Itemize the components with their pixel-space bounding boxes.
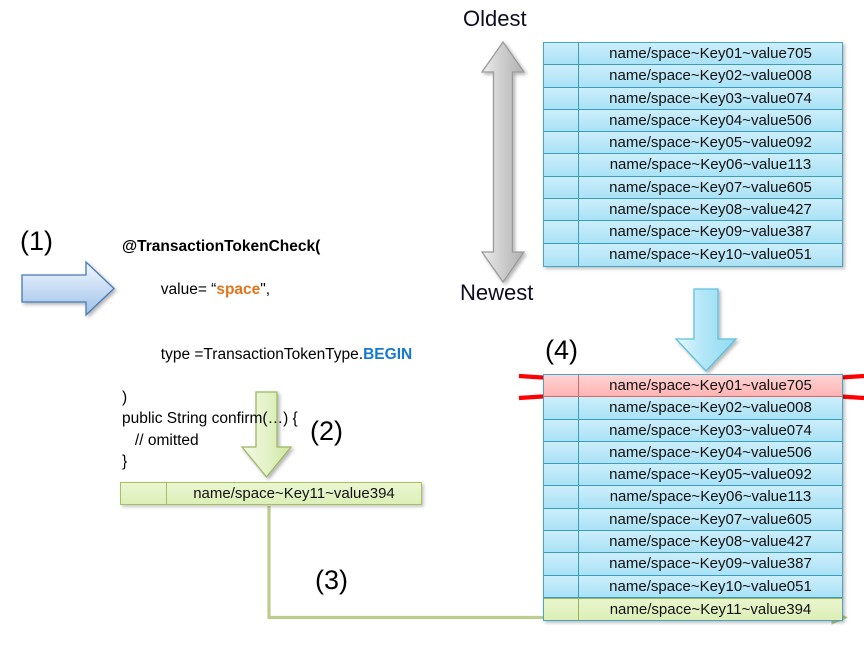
row-key-cell [544, 419, 579, 441]
row-value-cell: name/space~Key11~value394 [579, 598, 842, 621]
row-key-cell [544, 441, 579, 464]
table-row: name/space~Key10~value051 [544, 575, 842, 598]
row-key-cell [544, 243, 579, 266]
table-row: name/space~Key01~value705 [544, 43, 842, 66]
table-row: name/space~Key05~value092 [544, 464, 842, 487]
code-seg-value-suffix: ", [260, 281, 271, 298]
row-value-cell: name/space~Key01~value705 [579, 43, 842, 65]
code-line-5: public String confirm(…) { [122, 410, 298, 427]
row-value-cell: name/space~Key06~value113 [579, 486, 842, 508]
table-row: name/space~Key09~value387 [544, 221, 842, 244]
table-row: name/space~Key06~value113 [544, 154, 842, 177]
code-line-3: type =TransactionTokenType.BEGIN [122, 322, 422, 387]
step-label-1: (1) [20, 226, 53, 256]
row-value-cell: name/space~Key05~value092 [579, 464, 842, 486]
row-value-cell: name/space~Key10~value051 [579, 575, 842, 597]
row-value-cell: name/space~Key04~value506 [579, 441, 842, 464]
code-line-7: } [122, 453, 128, 470]
row-value-cell: name/space~Key07~value605 [579, 508, 842, 531]
table-row: name/space~Key11~value394 [544, 597, 842, 621]
row-value-cell: name/space~Key03~value074 [579, 419, 842, 441]
row-key-cell [544, 221, 579, 243]
code-seg-value-prefix: value= “ [147, 281, 217, 298]
code-line-1: @TransactionTokenCheck( [122, 238, 321, 255]
code-seg-space-literal: space [216, 281, 261, 298]
row-key-cell [544, 486, 579, 508]
row-key-cell [544, 464, 579, 486]
table-row: name/space~Key06~value113 [544, 486, 842, 509]
table-row: name/space~Key07~value605 [544, 176, 842, 200]
code-seg-type-prefix: type =TransactionTokenType. [147, 345, 364, 363]
table-row: name/space~Key03~value074 [544, 87, 842, 110]
row-value-cell: name/space~Key02~value008 [579, 65, 842, 87]
row-value-cell: name/space~Key08~value427 [579, 199, 842, 221]
row-value-cell: name/space~Key10~value051 [579, 243, 842, 266]
row-key-cell [544, 531, 579, 553]
table-row: name/space~Key05~value092 [544, 132, 842, 155]
code-line-2: value= “space", [122, 258, 422, 323]
row-value-cell: name/space~Key09~value387 [579, 221, 842, 243]
row-value-cell: name/space~Key05~value092 [579, 132, 842, 154]
row-key-cell [544, 553, 579, 575]
age-double-arrow-vertical-icon [480, 40, 526, 284]
row-key-cell [544, 132, 579, 154]
row-key-cell [544, 508, 579, 531]
new-token-box-key-cell [121, 483, 167, 504]
row-value-cell: name/space~Key09~value387 [579, 553, 842, 575]
row-key-cell [544, 375, 579, 397]
step-label-3: (3) [315, 565, 348, 595]
row-key-cell [544, 199, 579, 221]
code-line-6: // omitted [122, 431, 199, 449]
row-key-cell [544, 176, 579, 199]
row-key-cell [544, 397, 579, 419]
table-row: name/space~Key04~value506 [544, 441, 842, 465]
row-key-cell [544, 109, 579, 132]
table-row: name/space~Key08~value427 [544, 531, 842, 554]
step1-arrow-right-icon [21, 260, 115, 317]
code-line-4: ) [122, 388, 128, 406]
row-value-cell: name/space~Key06~value113 [579, 154, 842, 176]
table-row: name/space~Key02~value008 [544, 65, 842, 88]
axis-label-newest: Newest [460, 280, 534, 305]
new-token-box-value: name/space~Key11~value394 [167, 483, 421, 504]
row-key-cell [544, 87, 579, 109]
table-row: name/space~Key10~value051 [544, 243, 842, 266]
step-label-4: (4) [545, 335, 578, 365]
table-row: name/space~Key07~value605 [544, 508, 842, 532]
axis-label-oldest: Oldest [463, 6, 527, 31]
row-value-cell: name/space~Key04~value506 [579, 109, 842, 132]
code-seg-begin-keyword: BEGIN [363, 345, 413, 363]
row-key-cell [544, 598, 579, 621]
step-label-2: (2) [310, 416, 343, 446]
new-token-box: name/space~Key11~value394 [120, 482, 422, 505]
table-row: name/space~Key09~value387 [544, 553, 842, 576]
row-key-cell [544, 43, 579, 65]
table-row: name/space~Key01~value705 [544, 375, 842, 398]
annotation-code-block: @TransactionTokenCheck( value= “space", … [122, 236, 422, 473]
row-key-cell [544, 154, 579, 176]
row-key-cell [544, 65, 579, 87]
table-row: name/space~Key02~value008 [544, 397, 842, 420]
table-row: name/space~Key04~value506 [544, 109, 842, 133]
row-value-cell: name/space~Key03~value074 [579, 87, 842, 109]
row-key-cell [544, 575, 579, 597]
row-value-cell: name/space~Key08~value427 [579, 531, 842, 553]
row-value-cell: name/space~Key01~value705 [579, 375, 842, 397]
table-row: name/space~Key08~value427 [544, 199, 842, 222]
table-row: name/space~Key03~value074 [544, 419, 842, 442]
row-value-cell: name/space~Key07~value605 [579, 176, 842, 199]
row-value-cell: name/space~Key02~value008 [579, 397, 842, 419]
step4-arrow-down-icon [674, 288, 738, 372]
